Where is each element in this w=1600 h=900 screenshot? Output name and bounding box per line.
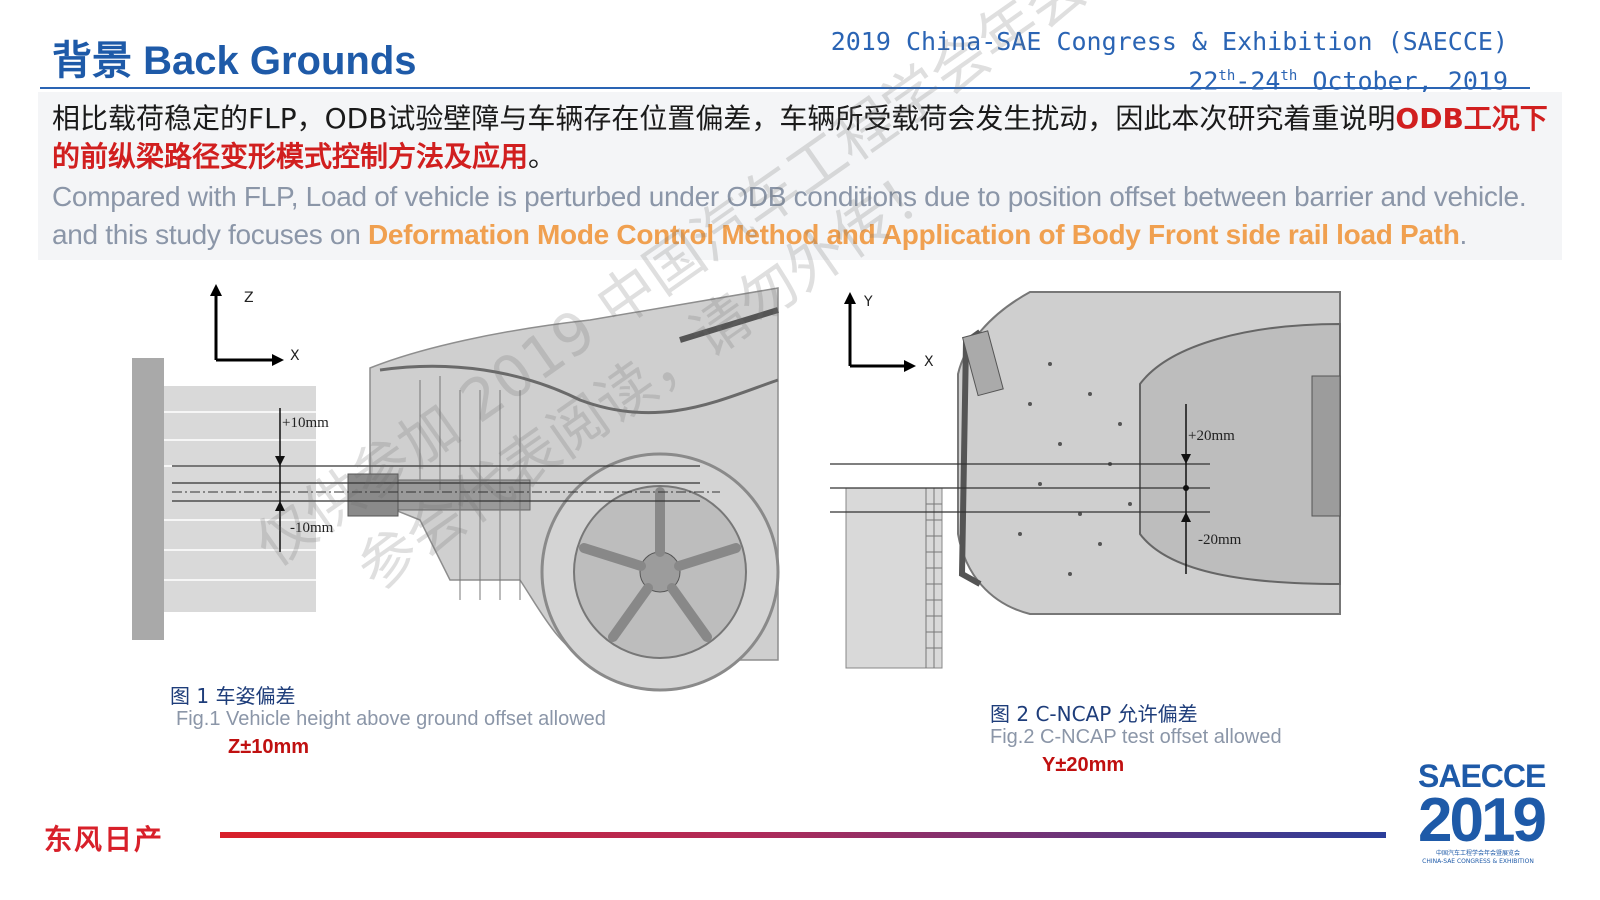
x-axis-arrow-icon <box>272 354 284 366</box>
logo-sub-zh: 中国汽车工程学会年会暨展览会 <box>1435 850 1520 857</box>
fig2-caption-value: Y±20mm <box>1042 754 1125 776</box>
intro-panel <box>38 92 1562 260</box>
logo-top: SAECCE <box>1418 758 1546 794</box>
z-axis-arrow-icon <box>210 284 222 296</box>
conference-name: 2019 China-SAE Congress & Exhibition (SA… <box>830 27 1508 56</box>
fig2-axis-y: Y <box>863 294 873 310</box>
barrier-top <box>845 487 943 669</box>
fig1-caption-en: Fig.1 Vehicle height above ground offset… <box>176 708 606 730</box>
header-divider <box>40 87 1530 89</box>
logo-year: 2019 <box>1418 786 1547 855</box>
brand-logo: 东风日产 <box>44 823 165 856</box>
figure1-side-view: +10mm -10mm Z X <box>132 284 780 692</box>
fig2-caption-zh: 图 2 C-NCAP 允许偏差 <box>990 702 1198 726</box>
barrier-wall <box>132 358 164 640</box>
conference-date: 22th-24th October, 2019 <box>1188 66 1508 96</box>
figure2-top-view: +20mm -20mm Y X <box>830 291 1341 669</box>
fig1-axis-z: Z <box>244 290 254 306</box>
fig2-plus-label: +20mm <box>1188 428 1235 444</box>
intro-chinese-highlight: ODB工况下的前纵梁路径变形模式控制方法及应用 <box>52 102 1548 173</box>
intro-chinese: 相比载荷稳定的FLP，ODB试验壁障与车辆存在位置偏差，车辆所受载荷会发生扰动，… <box>52 102 1548 173</box>
barrier-block <box>164 386 316 612</box>
saecce-logo: SAECCE 2019 中国汽车工程学会年会暨展览会 CHINA-SAE CON… <box>1418 758 1547 866</box>
conference-info: 2019 China-SAE Congress & Exhibition (SA… <box>831 24 1508 98</box>
slide-title: 背景 Back Grounds <box>52 39 417 83</box>
y-axis-arrow-icon <box>844 292 856 304</box>
fig2-axis-x: X <box>924 354 934 370</box>
logo-sub-en: CHINA-SAE CONGRESS & EXHIBITION <box>1422 858 1534 865</box>
intro-english-highlight: Deformation Mode Control Method and Appl… <box>367 219 1460 250</box>
fig1-minus-label: -10mm <box>290 520 334 536</box>
intro-english: Compared with FLP, Load of vehicle is pe… <box>52 181 1527 250</box>
footer-divider <box>220 832 1386 838</box>
fig2-caption-en: Fig.2 C-NCAP test offset allowed <box>990 726 1282 748</box>
fig1-caption-value: Z±10mm <box>228 736 310 758</box>
fig2-minus-label: -20mm <box>1198 532 1242 548</box>
fig1-axis-x: X <box>290 348 300 364</box>
x-axis-arrow-icon <box>904 360 916 372</box>
fig1-plus-label: +10mm <box>282 415 329 431</box>
fig1-caption-zh: 图 1 车姿偏差 <box>170 684 296 708</box>
